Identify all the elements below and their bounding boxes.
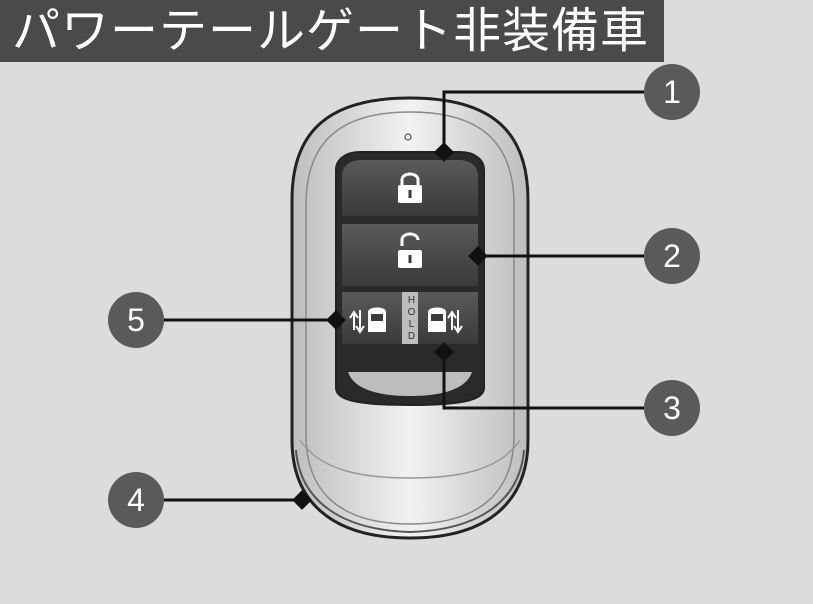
callout-5: 5 bbox=[108, 292, 164, 348]
callout-3: 3 bbox=[644, 380, 700, 436]
right-sliding-door-button[interactable] bbox=[418, 292, 478, 344]
hold-divider bbox=[402, 292, 418, 344]
lock-icon bbox=[398, 172, 422, 203]
unlock-icon bbox=[398, 232, 422, 268]
unlock-button[interactable] bbox=[342, 224, 478, 286]
page-title: パワーテールゲート非装備車 bbox=[0, 0, 664, 62]
lock-button[interactable] bbox=[342, 160, 478, 216]
callout-1: 1 bbox=[644, 64, 700, 120]
callout-2: 2 bbox=[644, 228, 700, 284]
leader-markers bbox=[292, 142, 488, 510]
left-sliding-door-button[interactable] bbox=[342, 292, 402, 344]
leader-lines bbox=[160, 90, 644, 502]
callout-4: 4 bbox=[108, 472, 164, 528]
right-sliding-door-icon bbox=[428, 307, 463, 334]
hold-label: HOLD bbox=[406, 295, 417, 343]
left-sliding-door-icon bbox=[349, 307, 386, 334]
